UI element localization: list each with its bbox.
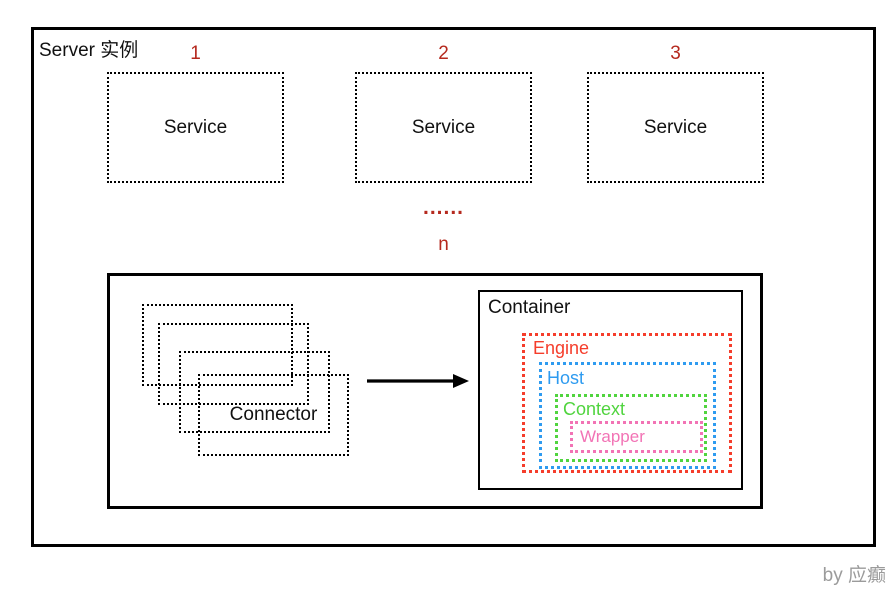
server-instance-box: Server 实例 1 Service 2 Service 3 Service … — [31, 27, 876, 547]
service-box-3: Service — [587, 72, 764, 183]
server-instance-label: Server 实例 — [39, 40, 139, 61]
service-number-1: 1 — [190, 43, 201, 64]
wrapper-layer-box: Wrapper — [570, 421, 703, 453]
connector-stack-box-front: Connector — [198, 374, 349, 456]
connector-to-container-arrow — [365, 370, 471, 392]
container-box: Container Engine Host Context Wrapper — [478, 290, 743, 490]
engine-label: Engine — [533, 338, 590, 358]
author-watermark: by 应癫 — [822, 565, 886, 586]
engine-layer-box: Engine Host Context Wrapper — [522, 333, 732, 473]
service-label-2: Service — [411, 116, 476, 138]
n-count-label: n — [438, 234, 449, 255]
right-arrow-icon — [367, 374, 469, 388]
host-label: Host — [547, 368, 585, 388]
service-number-2: 2 — [438, 43, 449, 64]
context-layer-box: Context Wrapper — [555, 394, 707, 462]
connector-stack-box-2 — [158, 323, 309, 405]
container-label: Container — [488, 297, 571, 318]
service-box-1: Service — [107, 72, 284, 183]
host-layer-box: Host Context Wrapper — [539, 362, 716, 469]
wrapper-label: Wrapper — [580, 427, 645, 446]
connector-stack-box-1 — [142, 304, 293, 386]
context-label: Context — [563, 399, 626, 419]
service-number-3: 3 — [670, 43, 681, 64]
connector-stack-box-3 — [179, 351, 330, 433]
service-label-1: Service — [163, 116, 228, 138]
connector-label: Connector — [229, 404, 318, 425]
service-box-2: Service — [355, 72, 532, 183]
ellipsis-dots: ...... — [422, 196, 464, 219]
service-label-3: Service — [643, 116, 708, 138]
connector-container-section-box: Connector Container Engine Host Cont — [107, 273, 763, 509]
